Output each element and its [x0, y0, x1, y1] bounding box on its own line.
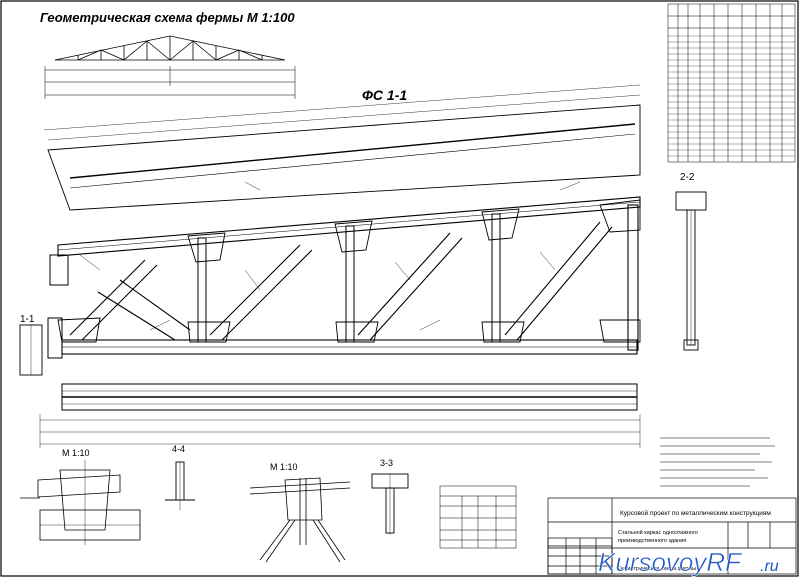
detail-mid-scale: М 1:10 — [270, 462, 298, 472]
specification-rows — [668, 35, 795, 157]
general-notes — [660, 437, 775, 487]
truss-elevation — [43, 84, 641, 359]
right-end-post — [627, 204, 639, 351]
specification-table — [667, 3, 796, 163]
section-1-1-drawing — [19, 324, 43, 376]
detail-left-drawing — [20, 460, 141, 545]
watermark-brand: KursovoyRF — [598, 547, 743, 577]
section-3-3-label: 3-3 — [380, 458, 393, 468]
section-4-4-label: 4-4 — [172, 444, 185, 454]
section-3-3-drawing — [371, 473, 409, 535]
main-truss-title: ФС 1-1 — [362, 87, 407, 103]
stamp-sheet-name: Геометрическая схема фермы — [618, 566, 696, 572]
steel-summary-table — [439, 485, 517, 549]
stamp-project-title: Курсовой проект по металлическим констру… — [620, 509, 771, 517]
left-support — [49, 254, 69, 286]
section-1-1-label: 1-1 — [20, 314, 35, 325]
bottom-chord-plan — [39, 383, 641, 448]
geometric-scheme-title: Геометрическая схема фермы М 1:100 — [40, 10, 295, 25]
geometric-truss-scheme — [44, 35, 296, 99]
section-2-2-label: 2-2 — [680, 172, 695, 183]
kursovoyrf-watermark: KursovoyRF .ru — [598, 547, 779, 578]
section-4-4-drawing — [165, 461, 195, 510]
top-chord-plan — [47, 104, 641, 211]
detail-mid-drawing — [249, 477, 351, 563]
stamp-object-sub: производственного здания — [618, 538, 686, 544]
stamp-object-name: Стальной каркас одноэтажного — [618, 529, 698, 536]
section-2-2-drawing — [675, 191, 707, 351]
watermark-tld: .ru — [760, 558, 779, 575]
title-block — [547, 497, 797, 575]
detail-left-scale: М 1:10 — [62, 448, 90, 458]
